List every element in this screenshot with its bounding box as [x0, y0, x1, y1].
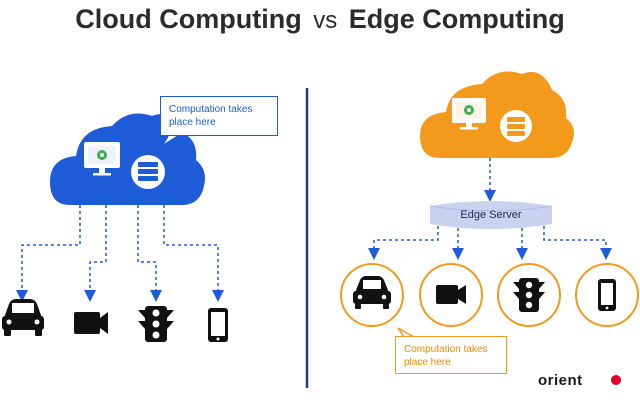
- monitor-gear-icon: [84, 142, 120, 176]
- title-edge: Edge Computing: [348, 4, 565, 34]
- car-icon: [2, 299, 44, 336]
- cloud-blue: [50, 113, 205, 205]
- cloud-computation-callout: Computation takes place here: [160, 96, 278, 136]
- page-title: Cloud Computing vs Edge Computing: [0, 4, 640, 35]
- brand-dot-icon: [611, 375, 621, 385]
- car-icon: [353, 276, 391, 309]
- cloud-orange: [420, 71, 574, 158]
- edge-server-label: Edge Server: [460, 209, 522, 221]
- brand-logo: orient: [538, 372, 583, 389]
- video-camera-icon: [74, 312, 108, 334]
- cloud-connectors: [16, 205, 224, 302]
- title-vs: vs: [313, 7, 338, 34]
- edge-computation-callout: Computation takes place here: [395, 336, 507, 374]
- server-icon: [131, 155, 165, 189]
- smartphone-icon: [208, 308, 228, 342]
- server-icon: [500, 110, 532, 142]
- edge-server-box: [429, 201, 553, 229]
- title-cloud: Cloud Computing: [75, 4, 302, 34]
- smartphone-icon: [598, 279, 616, 311]
- video-camera-icon: [436, 285, 466, 304]
- edge-connectors: [368, 226, 612, 260]
- traffic-light-icon: [513, 278, 545, 312]
- monitor-gear-icon: [452, 98, 486, 130]
- traffic-light-icon: [138, 306, 174, 342]
